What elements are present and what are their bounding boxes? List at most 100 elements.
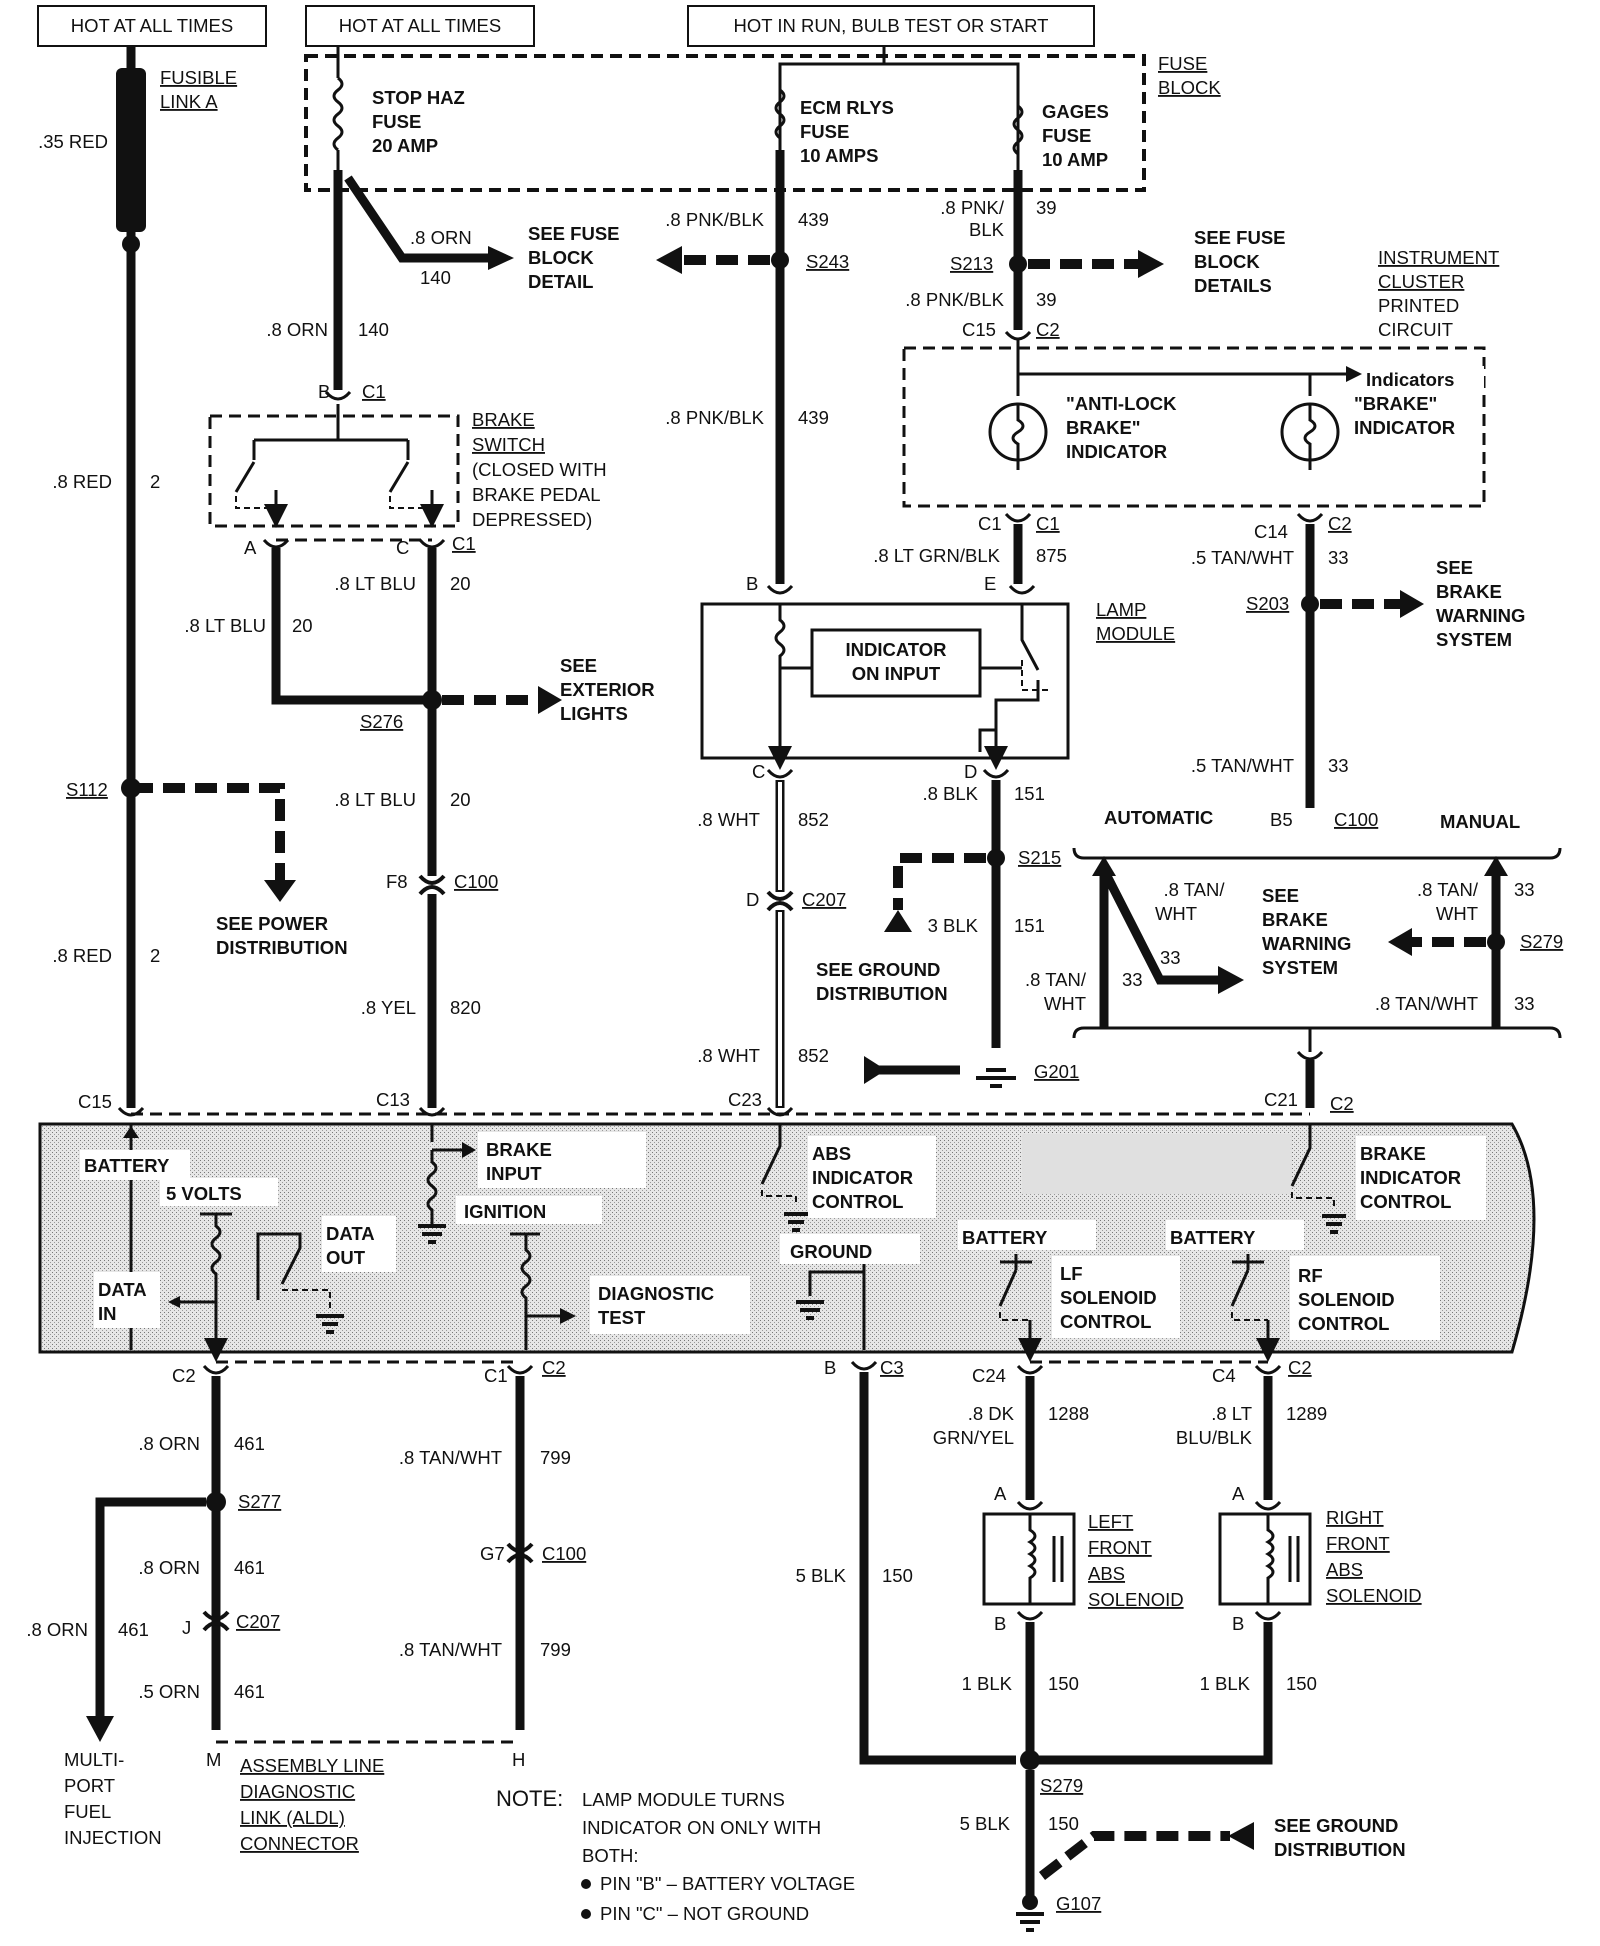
fuse-block-label-1: FUSE (1158, 53, 1207, 74)
conn-c1-bot: C1 (452, 533, 476, 554)
conn-m: M (206, 1749, 221, 1770)
conn-c2-e: C2 (542, 1357, 566, 1378)
ref-brake-warn1-1: SEE (1436, 557, 1473, 578)
fuse-block-label-2: BLOCK (1158, 77, 1221, 98)
fusible-link-label-2: LINK A (160, 91, 218, 112)
wire-num-39-a: 39 (1036, 197, 1057, 218)
module-diag-2: TEST (598, 1307, 646, 1328)
fuse-stop-haz-2: FUSE (372, 111, 421, 132)
wire-num-461-a: 461 (234, 1433, 265, 1454)
wire-label-tan-auto1-a: .8 TAN/ (1163, 879, 1225, 900)
wire-label-tan799-a: .8 TAN/WHT (399, 1447, 502, 1468)
fuse-stop-haz-1: STOP HAZ (372, 87, 465, 108)
conn-c207-a: C207 (802, 889, 846, 910)
ref-fuse-details-3: DETAILS (1194, 275, 1272, 296)
conn-lf-b: B (994, 1613, 1006, 1634)
module-battery: BATTERY (84, 1155, 170, 1176)
conn-c15-b: C15 (78, 1091, 112, 1112)
wire-num-439-b: 439 (798, 407, 829, 428)
conn-d: D (746, 889, 759, 910)
splice-s277 (206, 1492, 226, 1512)
label-manual: MANUAL (1440, 811, 1520, 832)
splice-label-s243: S243 (806, 251, 849, 272)
wire-label-ltblu-a: .8 LT (1211, 1403, 1252, 1424)
ref-exterior-3: LIGHTS (560, 703, 628, 724)
right-front-abs-solenoid (1218, 1512, 1312, 1606)
splice-label-s112: S112 (66, 779, 108, 800)
wire-label-ltblu20-a: .8 LT BLU (334, 573, 416, 594)
ref-fuse-detail-2: BLOCK (528, 247, 594, 268)
conn-c100-b: C100 (1334, 809, 1378, 830)
ref-power-2: DISTRIBUTION (216, 937, 348, 958)
module-5-volts: 5 VOLTS (166, 1183, 242, 1204)
conn-c2-f: C2 (1288, 1357, 1312, 1378)
antilock-label-3: INDICATOR (1066, 441, 1167, 462)
ref-mpfi-2: PORT (64, 1775, 115, 1796)
ref-fuse-detail-3: DETAIL (528, 271, 593, 292)
wire-num-33-e: 33 (1514, 879, 1535, 900)
conn-b-c3: B (824, 1357, 836, 1378)
wire-num-20-c: 20 (450, 789, 471, 810)
brake-ind-label-2: INDICATOR (1354, 417, 1455, 438)
ref-fuse-details-1: SEE FUSE (1194, 227, 1286, 248)
conn-c13: C13 (376, 1089, 410, 1110)
conn-c2-a: C2 (1036, 319, 1060, 340)
note-line-4: PIN "B" – BATTERY VOLTAGE (600, 1873, 855, 1894)
fuse-gages-2: FUSE (1042, 125, 1091, 146)
module-abs-ind-1: ABS (812, 1143, 851, 1164)
indicators-label: Indicators (1366, 369, 1454, 390)
wire-num-39-b: 39 (1036, 289, 1057, 310)
splice-s243 (771, 251, 789, 269)
wire-label-orn461-a: .8 ORN (138, 1433, 200, 1454)
module-abs-ind-3: CONTROL (812, 1191, 903, 1212)
conn-b5: B5 (1270, 809, 1293, 830)
cluster-label-3: PRINTED (1378, 295, 1459, 316)
module-brake-input-2: INPUT (486, 1163, 542, 1184)
indicator-on-input-1: INDICATOR (845, 639, 946, 660)
fuse-block: FUSE BLOCK STOP HAZ FUSE 20 AMP ECM RLYS… (304, 46, 1221, 192)
conn-h: H (512, 1749, 525, 1770)
conn-lf-a: A (994, 1483, 1007, 1504)
wire-num-820: 820 (450, 997, 481, 1018)
lamp-module-label-1: LAMP (1096, 599, 1146, 620)
header-hot-1: HOT AT ALL TIMES (71, 15, 233, 36)
splice-label-s203: S203 (1246, 593, 1289, 614)
wire-label-wht852-b: .8 WHT (697, 1045, 760, 1066)
module-lf-ctrl-1: LF (1060, 1263, 1083, 1284)
wire-num-1288: 1288 (1048, 1403, 1089, 1424)
wire-num-33-f: 33 (1514, 993, 1535, 1014)
instrument-cluster-circuit: S213 .8 PNK/ BLK 39 .8 PNK/BLK 39 SEE FU… (873, 170, 1563, 1114)
wire-num-852-a: 852 (798, 809, 829, 830)
wire-num-151-b: 151 (1014, 915, 1045, 936)
note-line-1: LAMP MODULE TURNS (582, 1789, 785, 1810)
brake-switch (208, 414, 460, 528)
ground-label-g107: G107 (1056, 1893, 1101, 1914)
wire-num-150-c: 150 (1286, 1673, 1317, 1694)
brake-switch-label-3: (CLOSED WITH (472, 459, 607, 480)
ref-brake-warn1-2: BRAKE (1436, 581, 1502, 602)
fuse-ecm-1: ECM RLYS (800, 97, 894, 118)
aldl-label-2: DIAGNOSTIC (240, 1781, 355, 1802)
wire-num-33-b: 33 (1328, 755, 1349, 776)
wire-num-150-d: 150 (1048, 1813, 1079, 1834)
wire-label-tan-auto1-b: WHT (1155, 903, 1197, 924)
conn-lamp-c: C (752, 761, 765, 782)
ref-mpfi-3: FUEL (64, 1801, 111, 1822)
wire-label-orn461-c: .8 ORN (26, 1619, 88, 1640)
conn-c2-c: C2 (1330, 1093, 1354, 1114)
wire-num-2-b: 2 (150, 945, 160, 966)
wire-num-461-b: 461 (234, 1557, 265, 1578)
wire-label-pnk39-a2: BLK (969, 219, 1005, 240)
wire-label-yel820: .8 YEL (361, 997, 416, 1018)
aldl-label-1: ASSEMBLY LINE (240, 1755, 384, 1776)
wire-label-orn140-b: .8 ORN (266, 319, 328, 340)
module-brake-ind-ctrl-2: INDICATOR (1360, 1167, 1461, 1188)
conn-c1-ab1: C1 (978, 513, 1002, 534)
conn-c1-e: C1 (484, 1365, 508, 1386)
fuse-ecm-symbol (774, 88, 786, 140)
wire-num-140-a: 140 (420, 267, 451, 288)
wire-num-875: 875 (1036, 545, 1067, 566)
module-data-out-2: OUT (326, 1247, 366, 1268)
header-hot-2: HOT AT ALL TIMES (339, 15, 501, 36)
wire-num-461-d: 461 (234, 1681, 265, 1702)
